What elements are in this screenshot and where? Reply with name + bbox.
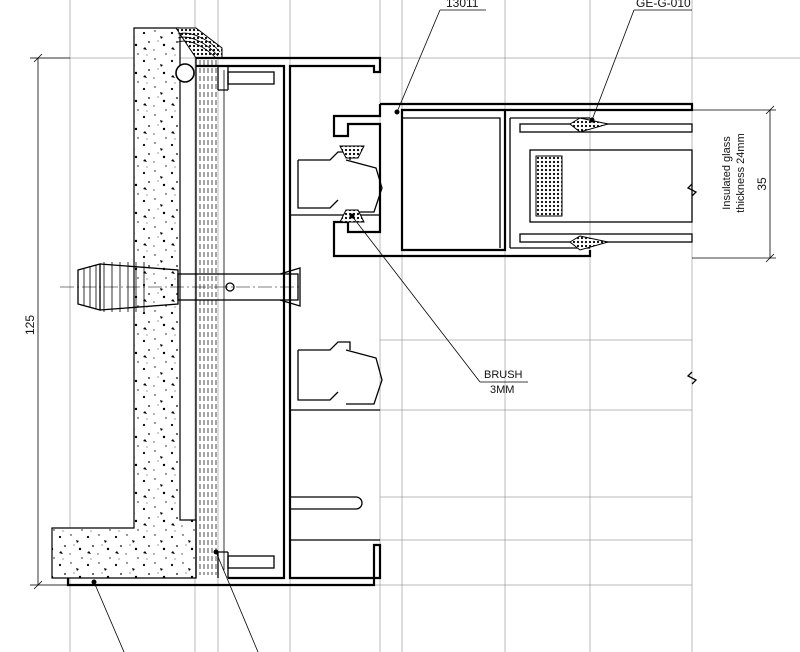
brush-seals [339, 145, 365, 223]
anchor-screw [60, 262, 301, 312]
concrete-wall [51, 27, 223, 579]
dimension-35-label: 35 [755, 177, 769, 191]
outer-frame-profile [66, 56, 383, 587]
glass-note-line2: thickness 24mm [735, 133, 747, 212]
dimension-glass-pocket: 35 [692, 105, 776, 263]
sash-profile [332, 102, 694, 258]
dimension-overall-height: 125 [23, 53, 70, 590]
leader-brush: BRUSH 3MM [349, 213, 528, 396]
profile-code-label: 13011 [446, 0, 479, 10]
subframe-packing [195, 58, 225, 578]
leader-gasket-code: GE-G-010 [589, 0, 692, 123]
desiccant-spacer [535, 155, 563, 217]
bottom-leaders [91, 549, 259, 652]
dimension-125-label: 125 [23, 315, 37, 335]
gasket-code-label: GE-G-010 [636, 0, 691, 10]
backer-rod [175, 63, 195, 83]
brush-size-label: 3MM [490, 384, 514, 396]
glazing-gaskets [569, 117, 609, 251]
break-lines [686, 183, 698, 385]
brush-name-label: BRUSH [484, 369, 523, 381]
leader-profile-code: 13011 [394, 0, 486, 115]
glass-note-line1: Insulated glass [721, 136, 733, 210]
